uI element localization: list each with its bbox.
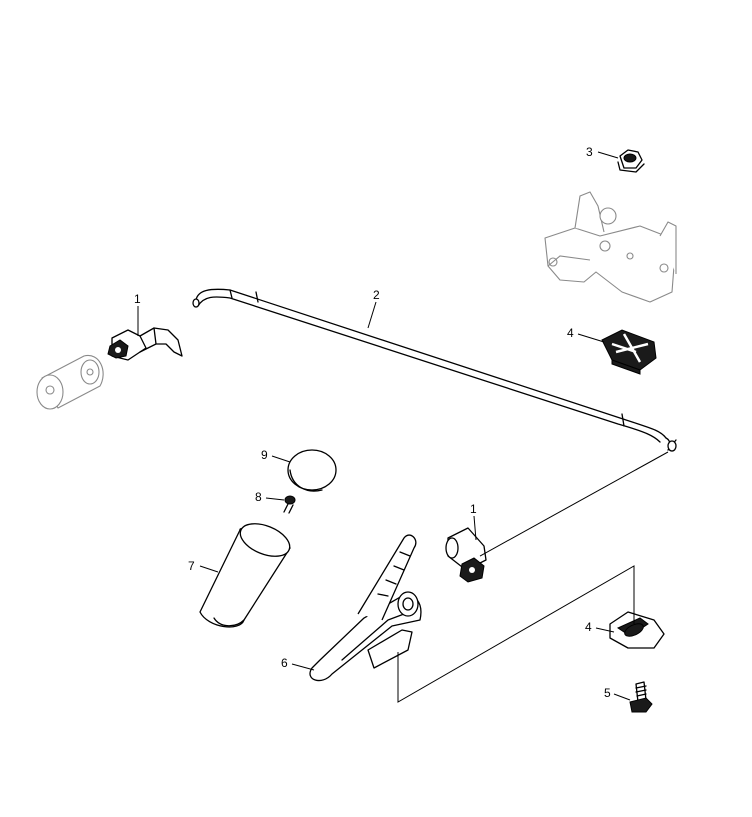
cap [287,449,337,492]
flange-nut [617,149,645,173]
tapered-grip [199,523,291,628]
callout-6: 6 [281,656,288,670]
small-screw [283,495,296,514]
lever [309,534,422,682]
callout-8: 8 [255,490,262,504]
callout-1-left: 1 [134,292,141,306]
callout-9: 9 [261,448,268,462]
ghost-mounting-bracket [544,191,677,303]
callout-2: 2 [373,288,380,302]
bolt [629,681,653,713]
callout-7: 7 [188,559,195,573]
callouts: 1 2 3 4 9 8 1 7 4 6 5 [134,145,611,700]
leader-lines [137,151,631,701]
clip-left [107,327,183,361]
ghost-socket [36,355,104,410]
callout-5: 5 [604,686,611,700]
callout-3: 3 [586,145,593,159]
callout-4-bottom: 4 [585,620,592,634]
callout-1-right: 1 [470,502,477,516]
assembly-lines [397,451,669,703]
clip-right [445,527,487,583]
grommet-top [601,329,657,375]
grommet-bottom [609,611,665,649]
callout-4-top: 4 [567,326,574,340]
rod [192,288,677,452]
